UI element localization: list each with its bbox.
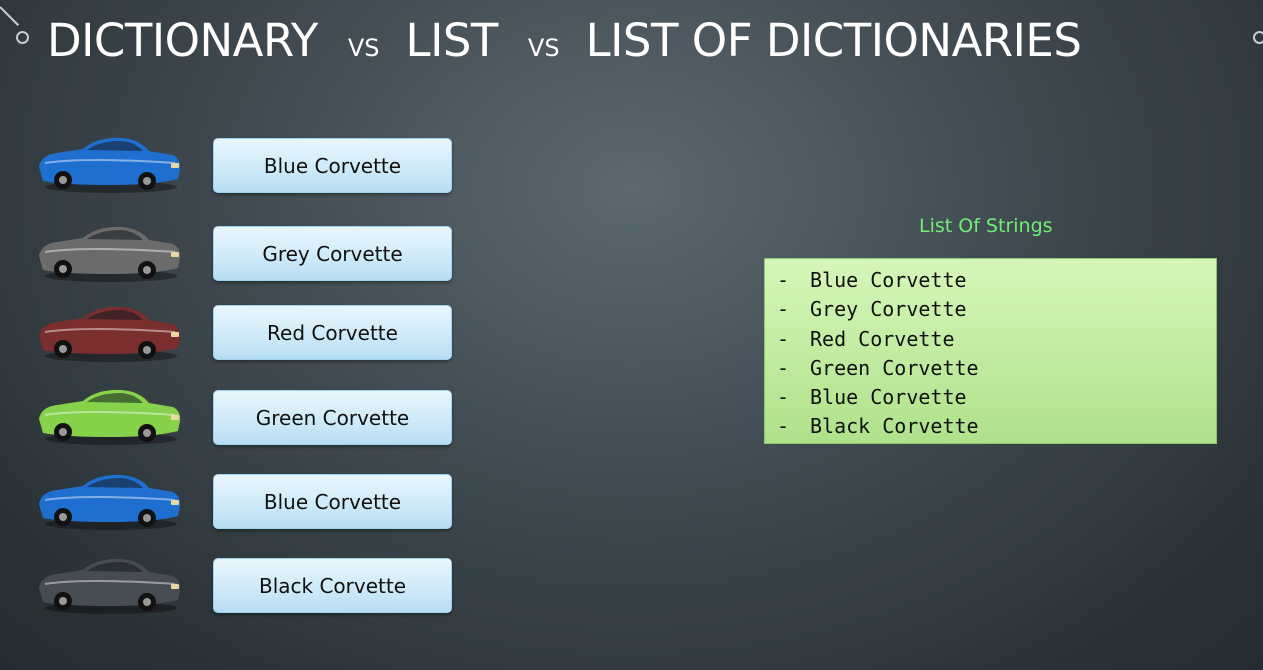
list-item: -Red Corvette bbox=[777, 325, 1216, 354]
list-item: -Black Corvette bbox=[777, 412, 1216, 441]
list-item: -Grey Corvette bbox=[777, 295, 1216, 324]
car-image-4 bbox=[39, 389, 181, 445]
deco-ring-right bbox=[1253, 31, 1263, 44]
list-bullet: - bbox=[777, 385, 790, 410]
car-label-card-4: Green Corvette bbox=[213, 390, 452, 445]
title-list-of-dictionaries: LIST OF DICTIONARIES bbox=[585, 14, 1082, 67]
deco-line-left bbox=[0, 6, 20, 27]
car-image-6 bbox=[39, 558, 181, 614]
list-of-strings-box: -Blue Corvette-Grey Corvette-Red Corvett… bbox=[764, 258, 1217, 444]
list-item-text: Blue Corvette bbox=[810, 385, 967, 410]
car-label-card-2: Grey Corvette bbox=[213, 226, 452, 281]
list-bullet: - bbox=[777, 268, 790, 292]
list-item-text: Black Corvette bbox=[810, 414, 979, 439]
car-label-card-5: Blue Corvette bbox=[213, 474, 452, 529]
list-item-text: Blue Corvette bbox=[810, 268, 967, 292]
car-label-card-1: Blue Corvette bbox=[213, 138, 452, 193]
title-dictionary: DICTIONARY bbox=[47, 14, 318, 67]
list-bullet: - bbox=[777, 355, 790, 380]
title-list: LIST bbox=[405, 14, 499, 67]
car-label-card-3: Red Corvette bbox=[213, 305, 452, 360]
list-bullet: - bbox=[777, 326, 790, 351]
slide-title: DICTIONARY VS LIST VS LIST OF DICTIONARIES bbox=[47, 14, 1082, 67]
deco-ring-left bbox=[16, 31, 29, 44]
car-label-card-6: Black Corvette bbox=[213, 558, 452, 613]
title-vs-2: VS bbox=[527, 34, 560, 62]
list-bullet: - bbox=[777, 297, 790, 322]
list-item: -Green Corvette bbox=[777, 354, 1216, 383]
car-image-1 bbox=[39, 137, 181, 193]
list-item-text: Grey Corvette bbox=[810, 297, 967, 322]
list-item-text: Green Corvette bbox=[810, 355, 979, 380]
list-item-text: Red Corvette bbox=[810, 326, 955, 351]
list-heading: List Of Strings bbox=[919, 215, 1053, 237]
car-image-5 bbox=[39, 474, 181, 530]
list-bullet: - bbox=[777, 414, 790, 439]
list-item: -Blue Corvette bbox=[777, 383, 1216, 412]
car-image-2 bbox=[39, 226, 181, 282]
list-item: -Blue Corvette bbox=[777, 266, 1216, 295]
car-image-3 bbox=[39, 306, 181, 362]
title-vs-1: VS bbox=[347, 34, 380, 62]
